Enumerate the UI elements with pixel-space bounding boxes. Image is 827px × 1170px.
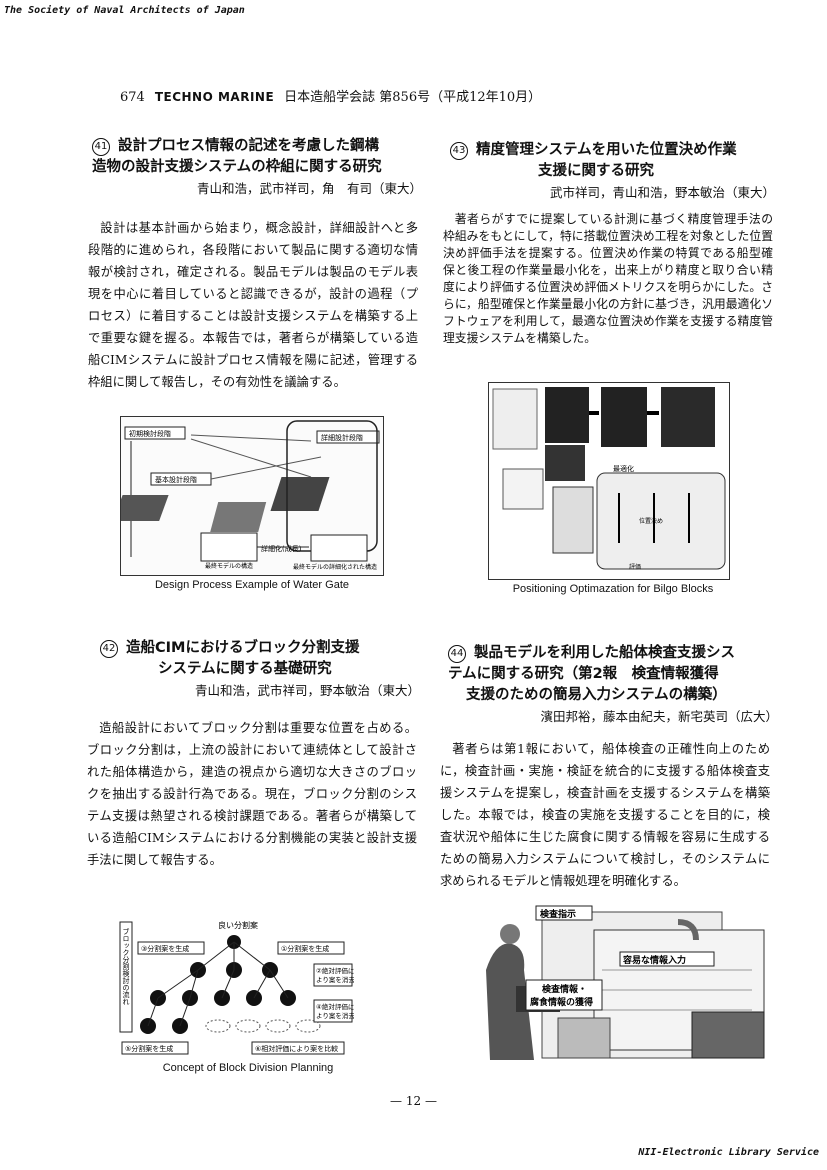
title-line: テムに関する研究（第2報 検査情報獲得 xyxy=(448,666,719,682)
article-44: 44 製品モデルを利用した船体検査支援シス テムに関する研究（第2報 検査情報獲得… xyxy=(448,643,778,725)
figure-label: 位置決め xyxy=(639,517,663,525)
title-line: 設計プロセス情報の記述を考慮した鋼構 xyxy=(118,138,379,154)
figure-label: 検査指示 xyxy=(540,908,576,920)
footer-service: NII-Electronic Library Service xyxy=(638,1147,819,1158)
figure-label: 詳細化(成長) xyxy=(261,544,302,553)
article-42: 42 造船CIMにおけるブロック分割支援 システムに関する基礎研究 青山和浩，武市… xyxy=(100,638,420,699)
journal-issue: 日本造船学会誌 第856号（平成12年10月） xyxy=(284,90,542,105)
figure-label: ⑤分割案を生成 xyxy=(125,1044,173,1053)
figure-label: 最適化 xyxy=(613,464,634,473)
figure-block-division: 良い分割案 ブロック分割検討の流れ ③分割案を生成 ①分割案を生成 ②絶対評価に… xyxy=(118,918,355,1056)
figure-design-process: 初期検討段階 詳細設計段階 基本設計段階 最終モデルの構造 最終モデルの詳細化さ… xyxy=(120,416,384,576)
figure-caption: Design Process Example of Water Gate xyxy=(154,579,349,591)
running-header: 674 TECHNO MARINE 日本造船学会誌 第856号（平成12年10月… xyxy=(120,86,541,105)
figure-label: 基本設計段階 xyxy=(155,475,197,484)
article-43: 43 精度管理システムを用いた位置決め作業 支援に関する研究 武市祥司，青山和浩，… xyxy=(450,140,775,201)
article-body: 造船設計においてブロック分割は重要な位置を占める。ブロック分割は，上流の設計にお… xyxy=(87,721,417,867)
figure-label: 評価 xyxy=(629,563,641,571)
article-body: 著者らは第1報において，船体検査の正確性向上のために，検査計画・実施・検証を統合… xyxy=(440,742,770,888)
figure-caption: Concept of Block Division Planning xyxy=(162,1062,334,1074)
title-line: システムに関する基礎研究 xyxy=(158,661,332,677)
article-body: 設計は基本計画から始まり，概念設計，詳細設計へと多段階的に進められ，各段階におい… xyxy=(88,221,418,389)
article-authors: 青山和浩，武市祥司，野本敏治（東大） xyxy=(194,683,420,698)
title-line: 支援に関する研究 xyxy=(538,163,654,179)
article-title: 44 製品モデルを利用した船体検査支援シス テムに関する研究（第2報 検査情報獲得… xyxy=(448,643,778,706)
figure-positioning: 最適化 位置決め 評価 xyxy=(488,382,730,580)
positioning-diagram: 最適化 位置決め 評価 xyxy=(492,387,726,571)
design-process-diagram: 初期検討段階 詳細設計段階 基本設計段階 最終モデルの構造 最終モデルの詳細化さ… xyxy=(121,420,380,571)
figure-label: ⑥相対評価により案を比較 xyxy=(255,1044,338,1053)
article-body: 著者らがすでに提案している計測に基づく精度管理手法の枠組みをもとにして，特に搭載… xyxy=(443,212,773,345)
article-number: 44 xyxy=(448,645,466,663)
article-title: 42 造船CIMにおけるブロック分割支援 システムに関する基礎研究 xyxy=(100,638,420,680)
figure-label: 初期検討段階 xyxy=(129,429,171,438)
block-division-diagram: 良い分割案 ブロック分割検討の流れ ③分割案を生成 ①分割案を生成 ②絶対評価に… xyxy=(119,920,355,1055)
inspection-diagram: 検査指示 容易な情報入力 検査情報・ 腐食情報の獲得 xyxy=(486,905,765,1060)
title-line: 精度管理システムを用いた位置決め作業 xyxy=(476,142,737,158)
figure-label: ブロック分割検討の流れ xyxy=(122,927,130,1005)
journal-brand: TECHNO MARINE xyxy=(154,90,275,104)
title-line: 造船CIMにおけるブロック分割支援 xyxy=(126,640,360,656)
figure-label: ①分割案を生成 xyxy=(281,944,329,953)
article-title: 43 精度管理システムを用いた位置決め作業 支援に関する研究 xyxy=(450,140,775,182)
figure-label: より案を消去 xyxy=(316,975,354,984)
figure-label: ②絶対評価に xyxy=(316,966,354,975)
figure-label: 最終モデルの詳細化された構造 xyxy=(293,563,377,571)
article-authors: 青山和浩，武市祥司，角 有司（東大） xyxy=(196,181,422,196)
figure-inspection: 検査指示 容易な情報入力 検査情報・ 腐食情報の獲得 xyxy=(482,900,772,1068)
article-title: 41 設計プロセス情報の記述を考慮した鋼構 造物の設計支援システムの枠組に関する研… xyxy=(92,136,422,178)
figure-label: 容易な情報入力 xyxy=(622,954,686,966)
page-number-header: 674 xyxy=(120,90,145,105)
figure-caption: Positioning Optimazation for Bilgo Block… xyxy=(512,583,714,595)
article-authors: 濱田邦裕，藤本由紀夫，新宅英司（広大） xyxy=(540,709,778,724)
title-line: 支援のための簡易入力システムの構築） xyxy=(466,687,727,703)
article-number: 42 xyxy=(100,640,118,658)
article-number: 43 xyxy=(450,142,468,160)
article-number: 41 xyxy=(92,138,110,156)
article-authors: 武市祥司，青山和浩，野本敏治（東大） xyxy=(549,185,775,200)
page-number: — 12 — xyxy=(390,1094,437,1108)
title-line: 製品モデルを利用した船体検査支援シス xyxy=(474,645,735,661)
figure-label: より案を消去 xyxy=(316,1011,354,1020)
figure-label: 腐食情報の獲得 xyxy=(530,996,593,1008)
article-41: 41 設計プロセス情報の記述を考慮した鋼構 造物の設計支援システムの枠組に関する研… xyxy=(92,136,422,197)
figure-label: 最終モデルの構造 xyxy=(205,562,253,570)
figure-label: 詳細設計段階 xyxy=(321,433,363,442)
figure-label: 良い分割案 xyxy=(218,920,258,930)
figure-label: ③分割案を生成 xyxy=(141,944,189,953)
title-line: 造物の設計支援システムの枠組に関する研究 xyxy=(92,159,382,175)
figure-label: ④絶対評価に xyxy=(316,1002,354,1011)
figure-label: 検査情報・ xyxy=(542,983,587,995)
society-name: The Society of Naval Architects of Japan xyxy=(4,5,245,16)
